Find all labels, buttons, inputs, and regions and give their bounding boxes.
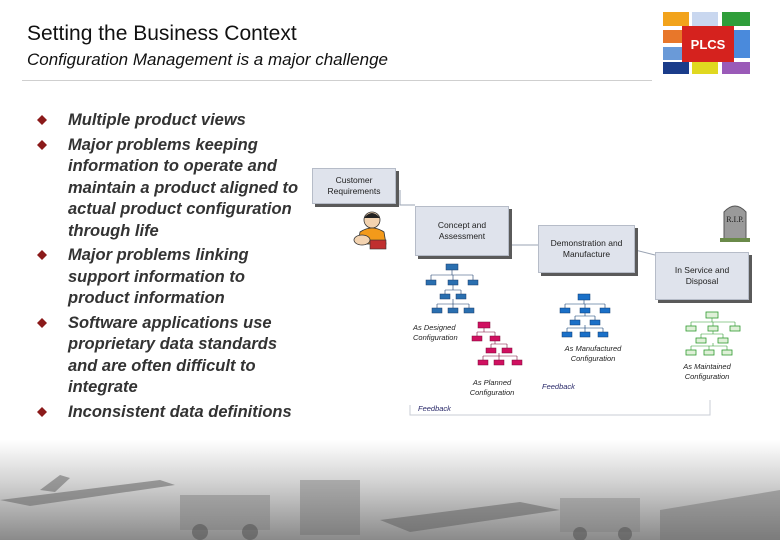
as-maintained-label: As Maintained Configuration <box>683 362 731 381</box>
plcs-logo: PLCS <box>663 12 750 74</box>
as-designed-tree-icon <box>425 263 479 314</box>
slide-title: Setting the Business Context <box>27 22 297 45</box>
as-manufactured-tree-icon <box>559 293 611 338</box>
stage-label: In Service and Disposal <box>674 265 730 286</box>
bullet-item: Major problems keeping information to op… <box>36 135 301 243</box>
stage-in-service-disposal: In Service and Disposal <box>655 252 749 300</box>
title-divider <box>22 80 652 81</box>
stage-customer-requirements: Customer Requirements <box>312 168 396 204</box>
bullet-text: Multiple product views <box>68 111 246 129</box>
bullet-text: Major problems linking support informati… <box>68 246 249 307</box>
bullet-list: Multiple product views Major problems ke… <box>36 110 301 426</box>
bullet-item: Major problems linking support informati… <box>36 245 301 310</box>
diamond-bullet-icon <box>37 317 47 328</box>
feedback-label: Feedback <box>542 382 575 391</box>
logo-text: PLCS <box>691 37 726 52</box>
slide-subtitle: Configuration Management is a major chal… <box>27 50 388 69</box>
footer-imagery-banner <box>0 440 780 540</box>
diagram-connectors <box>399 190 711 416</box>
bullet-item: Inconsistent data definitions <box>36 402 301 424</box>
bullet-text: Inconsistent data definitions <box>68 402 292 421</box>
bullet-text: Major problems keeping information to op… <box>68 135 299 240</box>
diamond-bullet-icon <box>37 406 47 417</box>
tombstone-text: R.I.P. <box>726 215 744 224</box>
stage-concept-assessment: Concept and Assessment <box>415 206 509 256</box>
bullet-text: Software applications use proprietary da… <box>68 313 278 397</box>
stage-label: Customer Requirements <box>327 175 381 196</box>
bullet-item: Software applications use proprietary da… <box>36 313 301 399</box>
stage-label: Concept and Assessment <box>437 220 487 241</box>
lifecycle-diagram: Customer Requirements Concept and Assess… <box>300 130 780 430</box>
tombstone-icon: R.I.P. <box>720 205 750 242</box>
stage-label: Demonstration and Manufacture <box>550 238 623 259</box>
as-planned-label: As Planned Configuration <box>469 378 515 397</box>
diamond-bullet-icon <box>37 250 47 260</box>
diamond-bullet-icon <box>37 139 47 150</box>
as-planned-tree-icon <box>471 321 523 366</box>
bullet-item: Multiple product views <box>36 110 301 132</box>
customer-figure-icon <box>353 211 387 250</box>
as-designed-label: As Designed Configuration <box>413 323 458 342</box>
as-maintained-tree-icon <box>685 311 741 356</box>
feedback-label: Feedback <box>418 404 451 413</box>
diamond-bullet-icon <box>37 115 47 125</box>
as-manufactured-label: As Manufactured Configuration <box>564 344 622 363</box>
stage-demonstration-manufacture: Demonstration and Manufacture <box>538 225 635 273</box>
